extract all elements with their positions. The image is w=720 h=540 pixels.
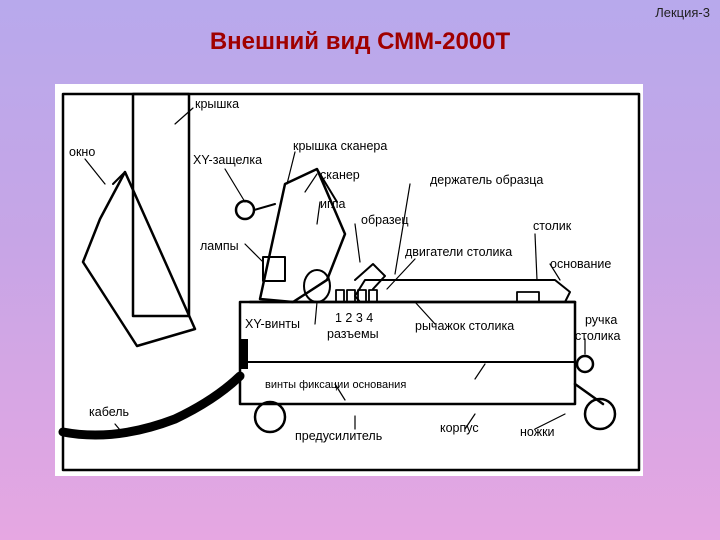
xy-latch-knob	[234, 199, 256, 221]
page-title: Внешний вид СММ-2000Т	[209, 28, 511, 55]
label-connector-numbers: 1 2 3 4	[335, 311, 373, 325]
label-stage-handle-1: ручка	[585, 313, 617, 327]
lamp-box	[262, 256, 286, 282]
label-lamps: лампы	[200, 239, 239, 253]
label-sample: образец	[361, 213, 409, 227]
label-housing: корпус	[440, 421, 479, 435]
stage-platform	[354, 279, 571, 303]
label-legs: ножки	[520, 425, 555, 439]
label-needle: игла	[320, 197, 346, 211]
connector-4	[368, 289, 378, 303]
diagram-frame	[61, 92, 641, 472]
label-scanner: сканер	[320, 168, 360, 182]
window-shape	[81, 170, 197, 348]
label-lid: крышка	[195, 97, 239, 111]
stage-handle-knob	[575, 354, 595, 374]
label-stage-lever: рычажок столика	[415, 319, 514, 333]
connector-2	[346, 289, 356, 303]
label-window: окно	[69, 145, 95, 159]
cable-shape	[58, 371, 245, 440]
label-xy-latch: XY-защелка	[193, 153, 262, 167]
label-base-screws: винты фиксации основания	[265, 379, 406, 391]
wheel-right	[583, 397, 617, 431]
label-xy-screws: XY-винты	[245, 317, 300, 331]
sample-holder-shape	[354, 263, 386, 290]
lecture-label: Лекция-3	[655, 5, 710, 20]
scanner-cover-shape	[258, 167, 347, 304]
label-preamp: предусилитель	[295, 429, 382, 443]
device-diagram: крышка окно XY-защелка крышка сканера ск…	[55, 84, 643, 476]
label-base: основание	[550, 257, 611, 271]
wheel-left	[253, 400, 287, 434]
label-stage: столик	[533, 219, 572, 233]
label-stage-motors: двигатели столика	[405, 245, 512, 259]
label-sample-holder: держатель образца	[430, 173, 543, 187]
label-stage-handle-2: столика	[575, 329, 621, 343]
label-scanner-cover: крышка сканера	[293, 139, 387, 153]
lid-shape	[131, 92, 191, 318]
label-connectors: разъемы	[327, 327, 379, 341]
label-cable: кабель	[89, 405, 129, 419]
connector-1	[335, 289, 345, 303]
